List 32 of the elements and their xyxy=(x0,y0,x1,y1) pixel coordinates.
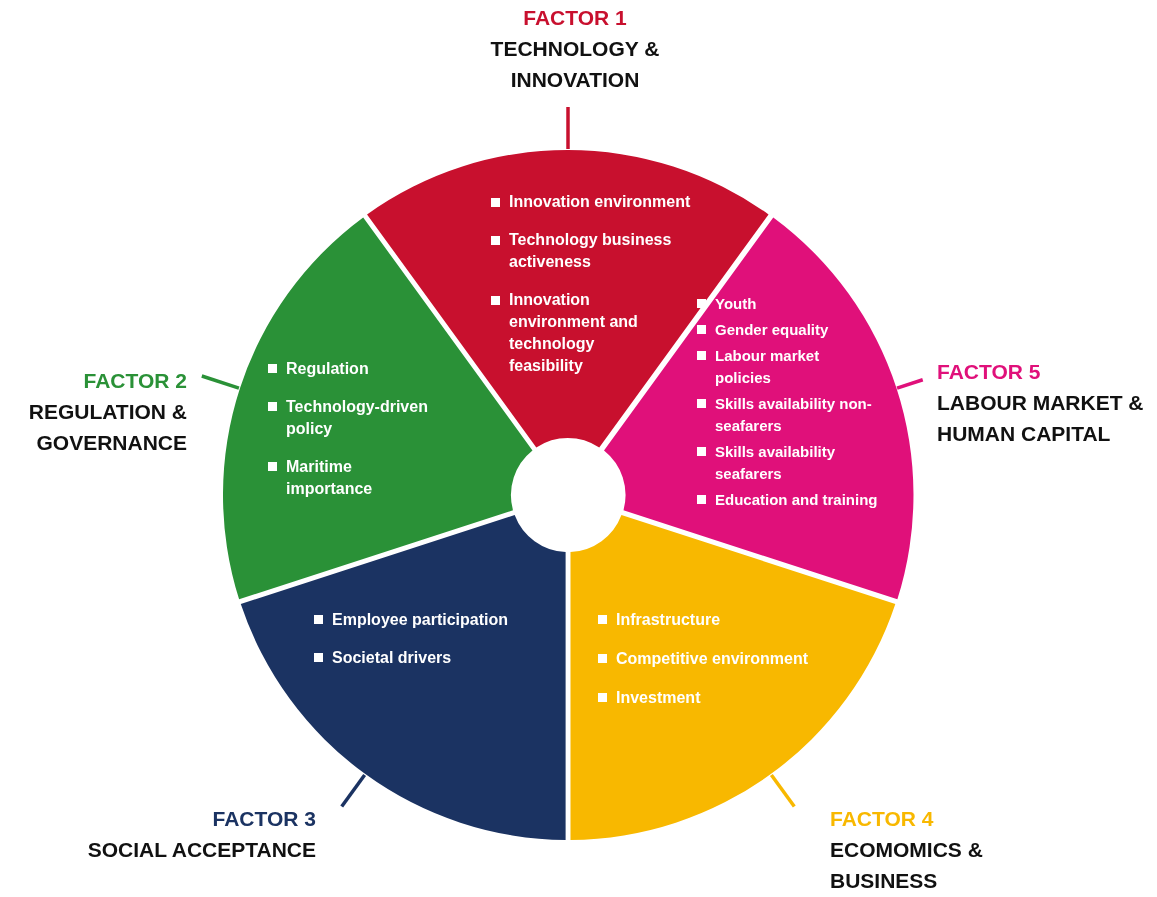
bullet-item: Youth xyxy=(697,293,757,315)
bullet-item: Skills availability seafarers xyxy=(697,441,885,485)
bullet-item: Skills availability non-seafarers xyxy=(697,393,885,437)
leader-line xyxy=(566,107,570,149)
bullet-item: Technology business activeness xyxy=(491,229,719,273)
bullet-item: Education and training xyxy=(697,489,878,511)
bullet-item: Competitive environment xyxy=(598,648,809,670)
factor-title: LABOUR MARKET & HUMAN CAPITAL xyxy=(937,390,1145,447)
bullet-item: Investment xyxy=(598,687,701,709)
bullet-item: Innovation environment and technology feasibility xyxy=(491,289,649,377)
bullet-item: Technology-driven policy xyxy=(268,396,456,440)
factor-title: ECOMOMICS & BUSINESS xyxy=(830,837,984,894)
bullet-item: Regulation xyxy=(268,358,369,380)
bullet-item: Innovation environment xyxy=(491,191,691,213)
factor-number: FACTOR 5 xyxy=(937,359,1041,385)
factor-number: FACTOR 4 xyxy=(830,806,934,832)
bullet-item: Employee participation xyxy=(314,609,509,631)
bullet-item: Gender equality xyxy=(697,319,829,341)
leader-line xyxy=(201,374,240,390)
leader-line xyxy=(340,773,367,808)
leader-line xyxy=(896,378,924,390)
factor-number: FACTOR 3 xyxy=(212,806,316,832)
factor-title: SOCIAL ACCEPTANCE xyxy=(86,837,316,863)
factor-number: FACTOR 2 xyxy=(83,368,187,394)
factor-title: TECHNOLOGY & INNOVATION xyxy=(489,36,661,93)
factor-number: FACTOR 1 xyxy=(523,5,627,31)
factor-title: REGULATION & GOVERNANCE xyxy=(27,399,187,456)
bullet-item: Societal drivers xyxy=(314,647,452,669)
leader-line xyxy=(769,773,796,808)
bullet-item: Labour market policies xyxy=(697,345,865,389)
bullet-item: Infrastructure xyxy=(598,609,721,631)
bullet-item: Maritime importance xyxy=(268,456,406,500)
